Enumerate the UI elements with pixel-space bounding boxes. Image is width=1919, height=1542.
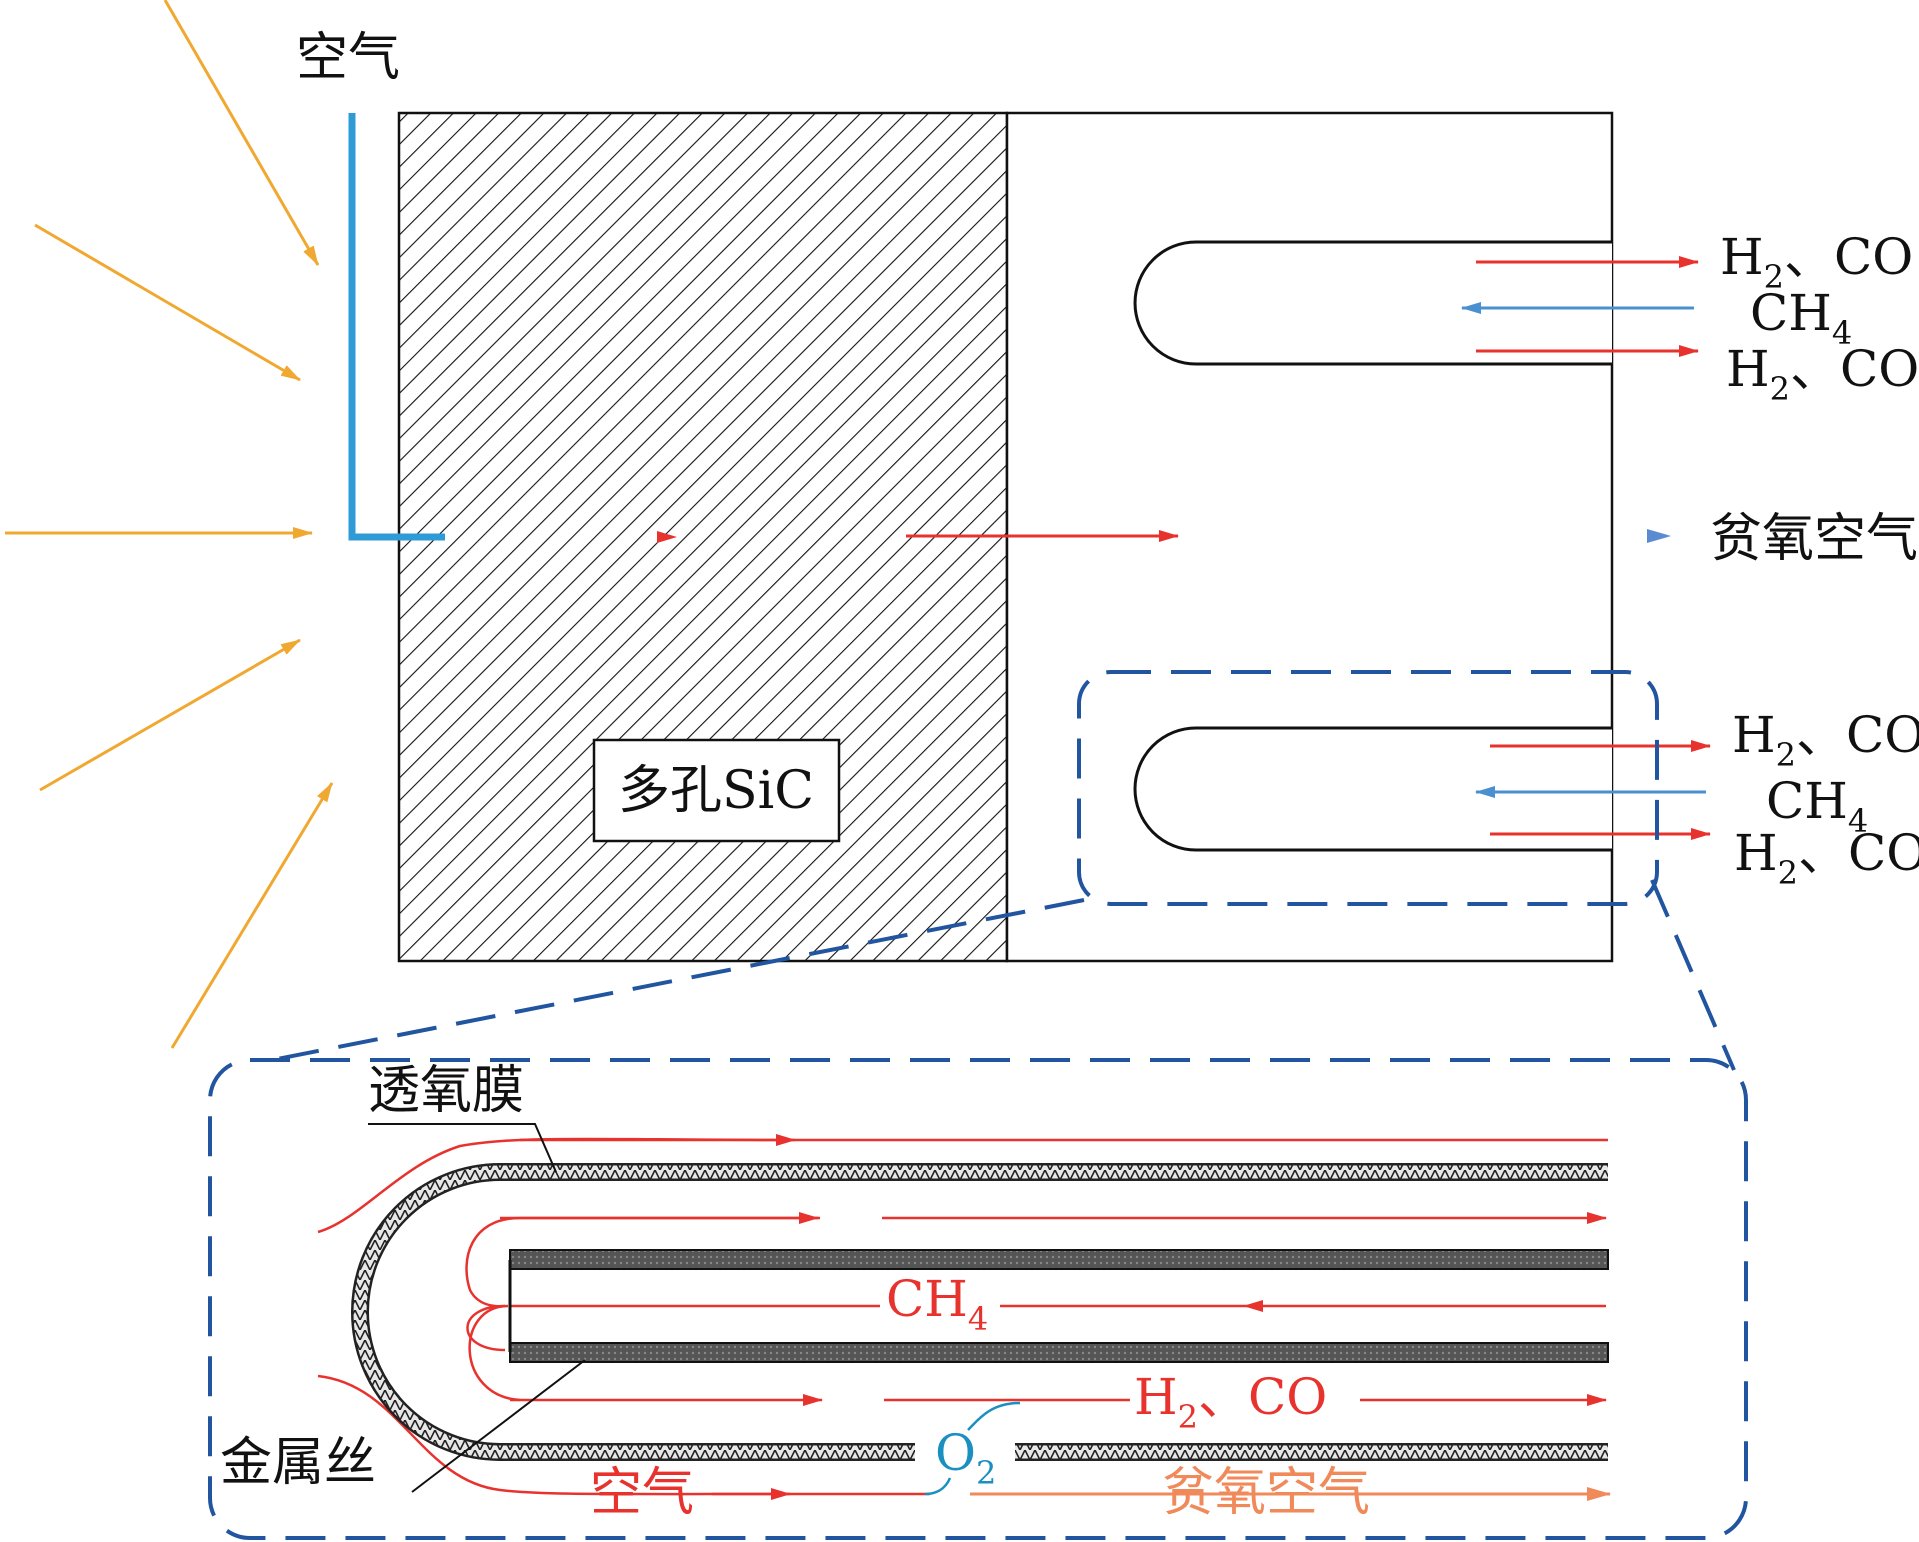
membrane-tube-bottom bbox=[1133, 726, 1612, 852]
membrane-label: 透氧膜 bbox=[368, 1061, 524, 1121]
porous-sic-label: 多孔SiC bbox=[618, 761, 814, 821]
air-bottom-label: 空气 bbox=[590, 1463, 694, 1523]
reactor: 多孔SiC bbox=[397, 111, 1614, 963]
zoom-line-right bbox=[1650, 879, 1736, 1071]
wire-band-top bbox=[509, 1249, 1609, 1270]
sun-ray-1 bbox=[163, 0, 320, 266]
wire-label: 金属丝 bbox=[220, 1433, 376, 1493]
wire-band-bottom bbox=[509, 1342, 1609, 1363]
membrane-layer-fill bbox=[353, 1165, 1608, 1459]
sun-rays bbox=[5, 0, 334, 1049]
outlet-top-h2co-label-1: H2、CO bbox=[1720, 228, 1913, 296]
ch4-inner-label: CH4 bbox=[886, 1270, 988, 1338]
air-top-label: 空气 bbox=[296, 28, 400, 88]
detail-red-flows bbox=[317, 1133, 1608, 1501]
flow-outer-bottom bbox=[317, 1374, 791, 1501]
depleted-air-bottom-label: 贫氧空气 bbox=[1162, 1463, 1370, 1523]
depleted-air-right-label: 贫氧空气 bbox=[1710, 509, 1918, 569]
air-inlet: 空气 bbox=[296, 28, 677, 543]
h2co-inner-label: H2、CO bbox=[1134, 1368, 1327, 1436]
flow-inner-loop-left bbox=[466, 1304, 506, 1352]
porous-sic-label-box bbox=[592, 738, 841, 843]
outlet-bottom: H2、CO CH4 H2、CO bbox=[1475, 706, 1919, 892]
o2-label: O2 bbox=[935, 1424, 996, 1492]
sun-ray-4 bbox=[39, 638, 301, 792]
flow-inner-bottom-loop bbox=[468, 1304, 521, 1402]
zoom-line-left bbox=[261, 898, 1085, 1064]
sun-ray-5 bbox=[170, 782, 334, 1049]
zoom-source-box bbox=[1077, 670, 1659, 906]
outlet-top-h2co-label-2: H2、CO bbox=[1726, 340, 1919, 408]
outlet-bottom-h2co-label-2: H2、CO bbox=[1734, 824, 1919, 892]
zoom-callout bbox=[208, 670, 1748, 1540]
zoom-detail-box bbox=[208, 1058, 1748, 1540]
outlet-bottom-ch4-label: CH4 bbox=[1766, 772, 1868, 840]
o2-connector-lower bbox=[924, 1477, 952, 1496]
sun-ray-2 bbox=[34, 223, 301, 382]
outlet-bottom-h2co-label-1: H2、CO bbox=[1732, 706, 1919, 774]
membrane-leader bbox=[368, 1123, 557, 1173]
outlet-top: H2、CO CH4 H2、CO bbox=[1461, 228, 1919, 408]
wire-leader bbox=[411, 1359, 586, 1493]
air-inlet-pipe bbox=[348, 113, 445, 541]
detail-view: 透氧膜 金属丝 CH4 H2、CO O2 空气 贫氧空气 bbox=[220, 1061, 1611, 1523]
outlet-top-ch4-label: CH4 bbox=[1750, 284, 1852, 352]
o2-connector bbox=[967, 1401, 1021, 1431]
membrane-tube-top bbox=[1133, 240, 1612, 366]
